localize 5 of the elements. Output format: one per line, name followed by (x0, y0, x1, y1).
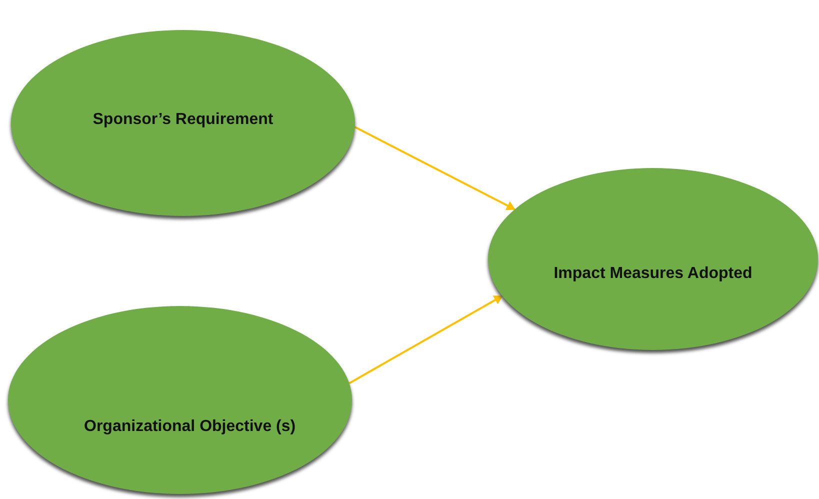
arrow (348, 295, 504, 384)
node-label: Impact Measures Adopted (554, 264, 752, 284)
arrow (354, 126, 516, 210)
node-label: Sponsor’s Requirement (92, 110, 274, 130)
node-label: Organizational Objective (s) (84, 416, 296, 436)
